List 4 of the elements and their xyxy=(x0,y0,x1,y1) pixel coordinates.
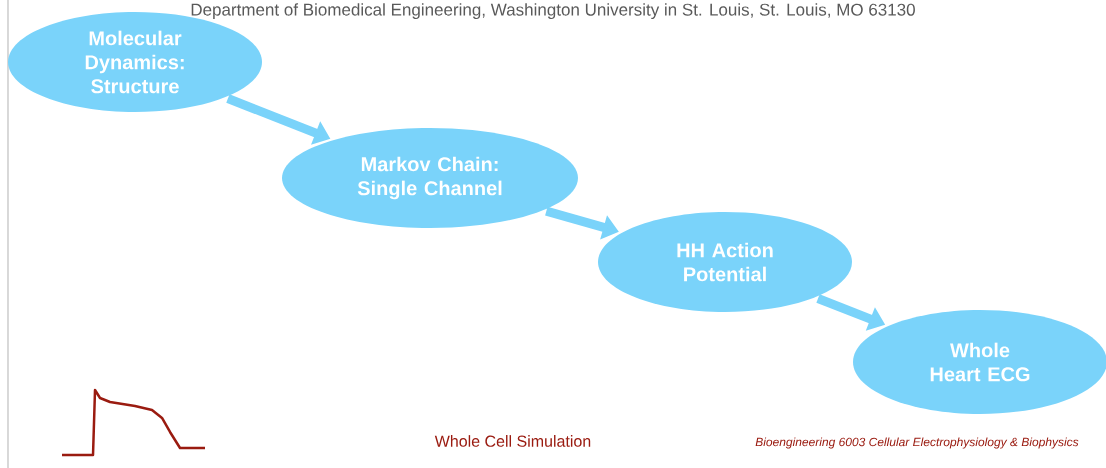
ellipse-node: HH Action Potential xyxy=(598,212,852,312)
text-label: Bioengineering 6003 Cellular Electrophysiology & Biophysics xyxy=(755,437,1079,449)
ellipse-node: Markov Chain: Single Channel xyxy=(282,128,578,228)
text-label: Whole Cell Simulation xyxy=(434,435,591,447)
